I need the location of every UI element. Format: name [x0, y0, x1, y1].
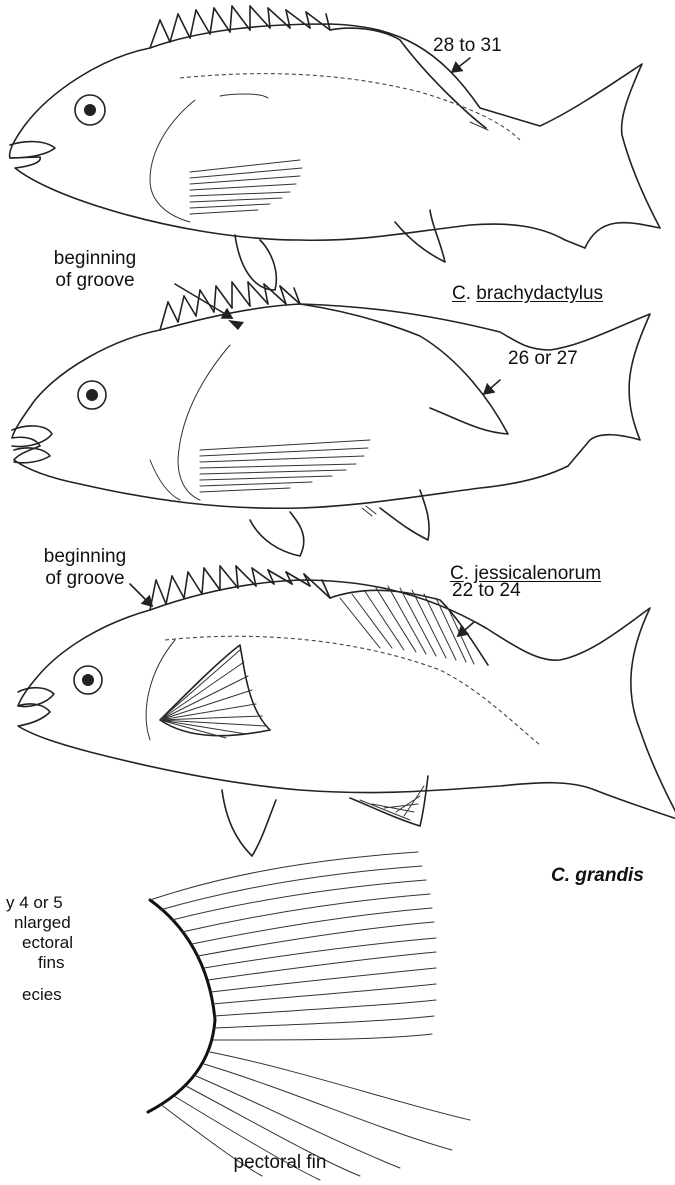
fin-note-line: nlarged: [0, 913, 73, 933]
species-genus: C: [452, 283, 466, 304]
groove-label-2: beginning of groove: [30, 248, 160, 292]
fin-note-line: y 4 or 5: [0, 893, 73, 913]
groove-label-line2: of groove: [30, 270, 160, 292]
fin-note-line: ecies: [0, 985, 73, 1005]
fin-note: y 4 or 5 nlarged ectoral fins ecies: [0, 893, 73, 1005]
groove-label-line1: beginning: [30, 248, 160, 270]
ray-count-label-3: 22 to 24: [452, 580, 521, 602]
species-label-grandis: C. grandis: [551, 865, 644, 887]
fin-note-line: fins: [0, 953, 73, 973]
pectoral-fin-detail: [148, 852, 470, 1180]
ray-count-label-1: 28 to 31: [433, 35, 502, 57]
groove-label-3: beginning of groove: [20, 546, 150, 590]
species-label-brachydactylus: C. brachydactylus: [452, 283, 603, 305]
species-name: brachydactylus: [476, 283, 603, 304]
groove-label-line1: beginning: [20, 546, 150, 568]
fin-note-line: ectoral: [0, 933, 73, 953]
ray-count-arrow-1: [452, 58, 470, 72]
pectoral-fin-caption: pectoral fin: [180, 1152, 380, 1174]
fish-drawing-grandis: [18, 566, 675, 856]
ray-count-arrow-2: [484, 380, 500, 394]
groove-label-line2: of groove: [20, 568, 150, 590]
fish-drawing-jessicalenorum: [12, 282, 650, 556]
ray-count-label-2: 26 or 27: [508, 348, 578, 370]
